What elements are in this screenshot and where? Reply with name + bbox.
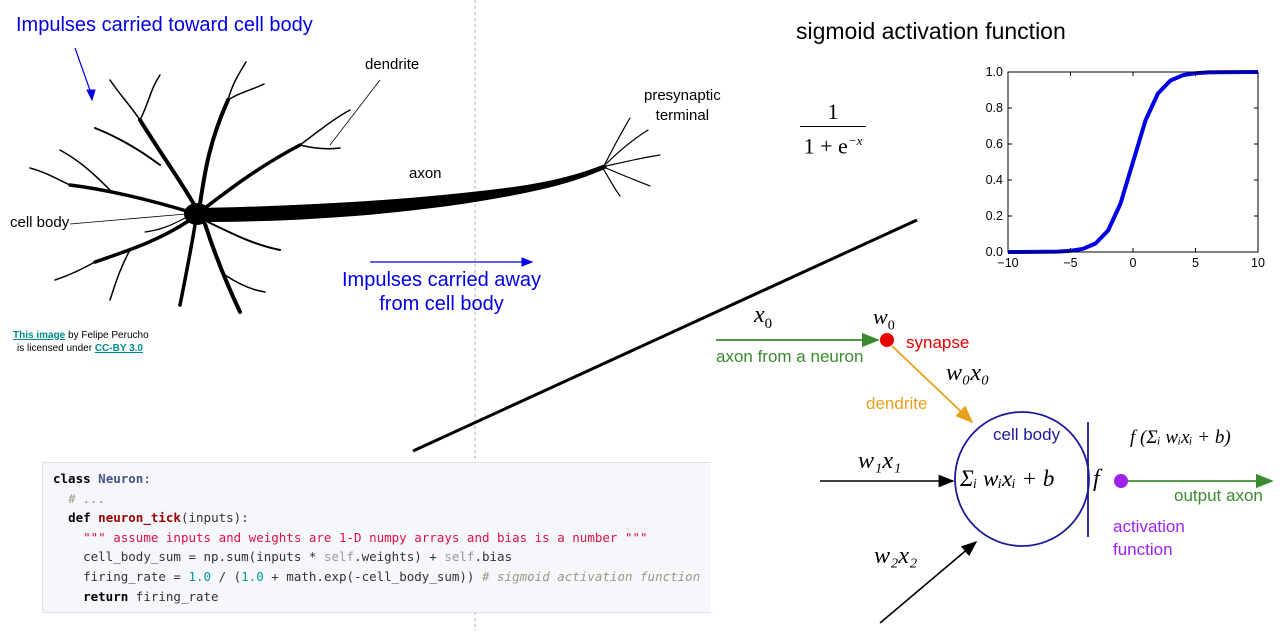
x0-var: x: [754, 302, 765, 328]
code-line-2: # ...: [53, 489, 711, 509]
code-line-7: return firing_rate: [53, 587, 711, 607]
formula-numerator: 1: [827, 99, 839, 124]
formula-fraction-bar: [800, 126, 866, 127]
code-keyword: return: [83, 588, 129, 604]
away-arrow: [370, 257, 534, 267]
code-text: / (: [211, 568, 242, 584]
x-tick-label: −5: [1063, 256, 1077, 270]
axon-label: axon: [409, 165, 442, 182]
code-comment: # ...: [68, 490, 106, 506]
toward-arrow: [74, 47, 96, 102]
sigmoid-formula: 1 1 + e−x: [800, 100, 866, 157]
code-line-1: class Neuron:: [53, 469, 711, 489]
code-line-6: firing_rate = 1.0 / (1.0 + math.exp(-cel…: [53, 567, 711, 587]
y-tick-label: 0.2: [986, 209, 1003, 223]
presynaptic-label: presynaptic terminal: [644, 86, 721, 126]
image-credit: This image by Felipe Perucho is licensed…: [13, 329, 149, 355]
model-cell-body-label: cell body: [993, 425, 1061, 444]
code-text: :: [143, 471, 151, 486]
sum-formula: Σᵢ wᵢxᵢ + b: [960, 466, 1055, 491]
neuron-illustration: [29, 47, 661, 314]
w2x2-arrow: [879, 540, 978, 624]
x-tick-label: 10: [1251, 256, 1265, 270]
code-line-5: cell_body_sum = np.sum(inputs * self.wei…: [53, 547, 711, 567]
code-text: cell_body_sum = np.sum(inputs *: [83, 549, 324, 565]
x-tick-label: 5: [1192, 256, 1199, 270]
sigmoid-title: sigmoid activation function: [796, 18, 1066, 44]
formula-exponent: −x: [847, 133, 863, 148]
code-text: (inputs):: [180, 510, 249, 526]
code-number: 1.0: [241, 568, 264, 584]
code-class-name: Neuron: [98, 471, 144, 486]
toward-cell-body-label: Impulses carried toward cell body: [16, 14, 313, 36]
activation-line1: activation: [1113, 517, 1185, 536]
y-tick-label: 1.0: [986, 65, 1003, 79]
code-number: 1.0: [188, 568, 212, 584]
credit-image-link[interactable]: This image: [13, 330, 66, 341]
synapse-label: synapse: [906, 333, 970, 352]
w1x1-label: w₁x₁: [858, 448, 902, 474]
code-block: class Neuron: # ... def neuron_tick(inpu…: [42, 462, 711, 613]
w0x0-label: w₀x₀: [946, 360, 990, 386]
code-text: firing_rate =: [83, 568, 189, 584]
y-tick-label: 0.4: [986, 173, 1003, 187]
activation-function-label: activation function: [1113, 515, 1185, 561]
connector-line: [412, 218, 918, 453]
synapse-dot: [880, 333, 894, 347]
w0-sub: 0: [887, 318, 895, 334]
code-text: .weights) +: [354, 549, 445, 565]
credit-license-link[interactable]: CC-BY 3.0: [94, 343, 143, 354]
sigmoid-chart: −10 −5 0 5 10 0.0 0.2 0.4 0.6 0.8 1.0: [986, 65, 1265, 270]
output-axon-label: output axon: [1174, 486, 1263, 505]
credit-license-text: is licensed under: [17, 343, 95, 354]
away-line2: from cell body: [379, 293, 504, 315]
x-tick-label: 0: [1130, 256, 1137, 270]
cell-body-circle: [954, 411, 1090, 547]
y-tick-label: 0.6: [986, 137, 1003, 151]
code-keyword: class: [53, 471, 91, 486]
output-formula: f (Σᵢ wᵢxᵢ + b): [1130, 427, 1231, 448]
x0-sub: 0: [764, 315, 773, 332]
presynaptic-line2: terminal: [655, 107, 710, 124]
formula-denominator: 1 + e: [803, 133, 848, 159]
w0-label: w0: [873, 304, 895, 334]
activation-dot: [1114, 474, 1128, 488]
model-dendrite-label: dendrite: [866, 394, 928, 413]
code-docstring: """ assume inputs and weights are 1-D nu…: [83, 529, 648, 545]
credit-author: by Felipe Perucho: [65, 330, 149, 341]
code-function-name: neuron_tick: [98, 510, 181, 526]
away-line1: Impulses carried away: [342, 269, 541, 291]
dendrite-pointer: [329, 79, 381, 146]
y-tick-label: 0.8: [986, 101, 1003, 115]
cell-body-label: cell body: [10, 214, 70, 231]
activation-line2: function: [1113, 540, 1173, 559]
code-text: firing_rate: [128, 588, 219, 604]
code-text: + math.exp(-cell_body_sum)): [263, 568, 482, 584]
dendrite-arrow: [891, 345, 974, 424]
code-line-3: def neuron_tick(inputs):: [53, 508, 711, 528]
presynaptic-line1: presynaptic: [644, 87, 721, 104]
x-tick-label: −10: [997, 256, 1018, 270]
code-line-4: """ assume inputs and weights are 1-D nu…: [53, 528, 711, 548]
neuron-drawing: [29, 61, 661, 314]
y-tick-label: 0.0: [986, 245, 1003, 259]
code-comment: # sigmoid activation function: [481, 568, 701, 584]
away-from-cell-body-label: Impulses carried away from cell body: [342, 268, 541, 316]
f-label: f: [1093, 466, 1100, 492]
code-keyword: def: [68, 510, 91, 526]
code-text: .bias: [474, 549, 513, 565]
code-self: self: [323, 549, 355, 565]
w2x2-label: w₂x₂: [874, 543, 918, 569]
axon-shape: [200, 164, 607, 222]
w0-var: w: [873, 304, 888, 329]
axon-from-neuron-label: axon from a neuron: [716, 347, 864, 366]
cell-body-pointer: [69, 213, 187, 225]
x0-label: x0: [754, 302, 772, 333]
code-self: self: [444, 549, 475, 565]
dendrite-label: dendrite: [365, 56, 420, 73]
